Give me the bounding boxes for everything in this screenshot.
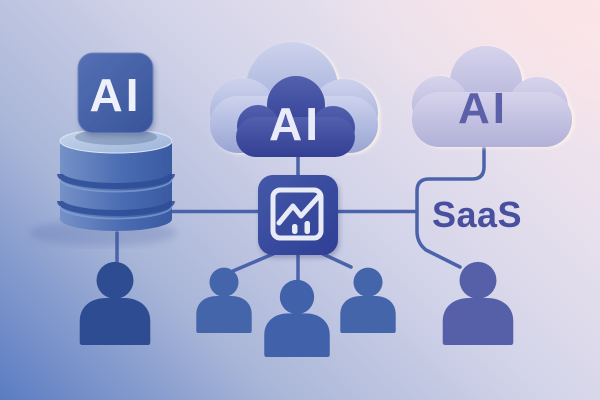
user-group-right-person-icon [340, 267, 396, 333]
user-left-person-icon [79, 261, 151, 345]
ai-chip-label: AI [90, 69, 142, 121]
user-group-left-person-icon [196, 267, 252, 333]
cloud-ai-secondary-icon [412, 46, 572, 147]
line-chart-icon [258, 175, 338, 255]
ai-chip-icon [77, 52, 154, 134]
connector-analytics-to-user-group-left [231, 252, 275, 273]
connector-analytics-to-user-group-right [321, 252, 353, 269]
user-group-center-person-icon [264, 279, 330, 357]
cloud-ai-primary-label: AI [269, 98, 321, 150]
cloud-ai-primary-icon [236, 76, 355, 157]
saas-label: SaaS [432, 194, 522, 235]
user-right-person-icon [442, 261, 514, 345]
cloud-ai-secondary-label: AI [458, 84, 508, 133]
connector-cloud-secondary-to-user-right [415, 144, 486, 269]
database-icon [57, 128, 175, 231]
